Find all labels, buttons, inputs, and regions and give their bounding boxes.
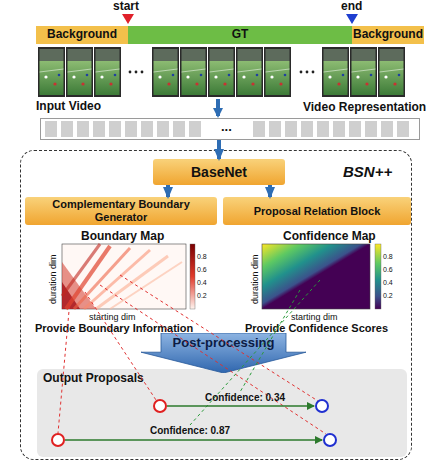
- axis-label: starting dim: [291, 312, 338, 322]
- axis-label: duration dim: [48, 254, 58, 304]
- confidence-leader-lines: [190, 280, 320, 425]
- process-label: Post-processing: [141, 336, 306, 351]
- sequence-title: Video Representation: [303, 101, 426, 115]
- flow-arrow: [166, 185, 170, 197]
- colorbar-tick: 0.8: [197, 253, 207, 261]
- node-label: BaseNet: [188, 164, 250, 180]
- colorbar-tick: 0.4: [197, 279, 207, 287]
- model-name: BSN++: [343, 163, 392, 180]
- panel-title: Confidence Map: [283, 230, 376, 244]
- node-label: Complementary Boundary Generator: [25, 198, 217, 223]
- boundary-heatmap: [62, 244, 195, 309]
- boundary-circles: [52, 400, 336, 446]
- ground-truth-segment: GT: [128, 26, 352, 44]
- confidence-heatmap: [262, 244, 381, 309]
- boundary-leader-lines: [58, 275, 326, 434]
- start-marker: [122, 14, 134, 24]
- arrow-shape: [141, 333, 306, 373]
- colorbar-tick: 0.4: [383, 279, 393, 287]
- background-segment: Background: [352, 26, 424, 44]
- node-label: Proposal Relation Block: [251, 205, 384, 218]
- background-segment: Background: [36, 26, 128, 44]
- process-box: BaseNet: [153, 159, 285, 185]
- output-panel: Output Proposals: [37, 369, 407, 457]
- marker-label: start: [113, 0, 139, 13]
- colorbar-tick: 0.2: [197, 292, 207, 300]
- flow-arrow: [268, 185, 272, 197]
- end-marker: [346, 14, 358, 24]
- post-processing-arrow: Post-processing: [141, 333, 306, 373]
- colorbar-tick: 0.6: [197, 266, 207, 274]
- node-label: Background: [44, 28, 120, 42]
- node-label: GT: [229, 28, 252, 42]
- process-box: Complementary Boundary Generator: [25, 197, 217, 225]
- input-label: Input Video: [36, 100, 101, 113]
- feature-sequence: Video Representation...: [40, 118, 420, 140]
- panel-title: Boundary Map: [81, 230, 164, 244]
- process-box: Proposal Relation Block: [223, 197, 411, 225]
- panel-title: Output Proposals: [43, 372, 144, 386]
- marker-label: end: [341, 0, 362, 13]
- ellipsis: ...: [221, 120, 232, 135]
- model-container: BSN++ BaseNetComplementary Boundary Gener…: [20, 150, 412, 460]
- flow-arrow: [217, 140, 221, 159]
- axis-label: duration dim: [250, 254, 260, 304]
- feature-cells: [45, 121, 409, 137]
- proposal-lines: [65, 406, 322, 440]
- confidence-label: Confidence: 0.34: [205, 392, 285, 403]
- colorbar-tick: 0.2: [383, 292, 393, 300]
- colorbar-tick: 0.8: [383, 253, 393, 261]
- video-frames: [38, 47, 405, 97]
- boundary-map-panel: Boundary Mapduration dimstarting dimProv…: [31, 229, 216, 333]
- confidence-label: Confidence: 0.87: [150, 425, 230, 436]
- node-label: Background: [350, 28, 426, 42]
- axis-label: starting dim: [89, 312, 136, 322]
- colorbar-tick: 0.6: [383, 266, 393, 274]
- input-arrow: [216, 99, 220, 116]
